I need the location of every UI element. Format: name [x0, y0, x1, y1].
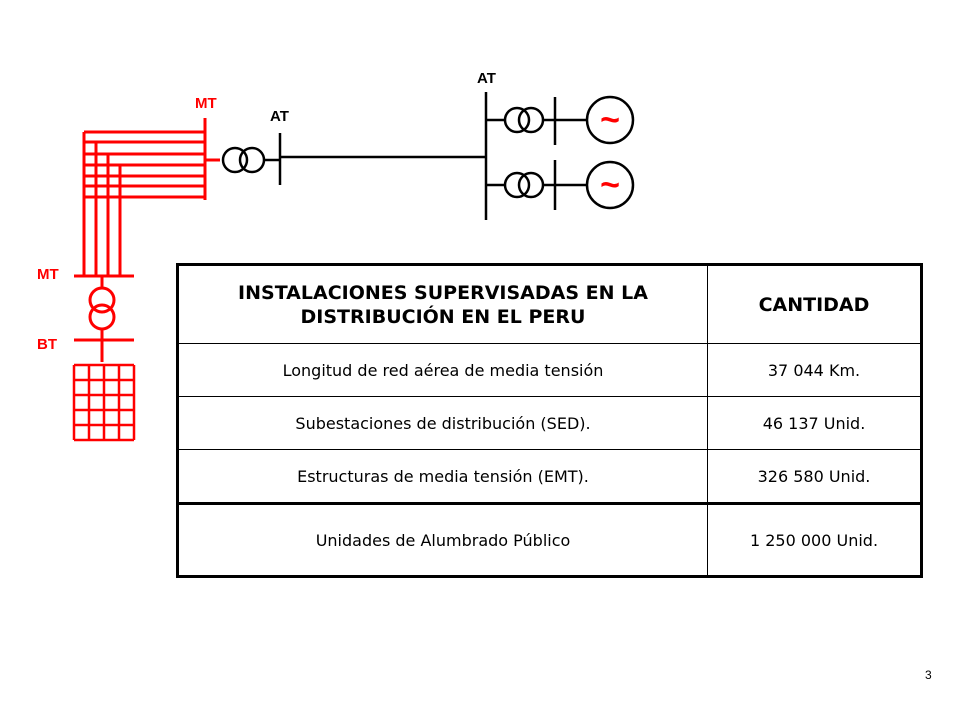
header-quantity: CANTIDAD — [707, 264, 922, 344]
power-transformer-icon — [221, 146, 249, 174]
header-installations: INSTALACIONES SUPERVISADAS EN LA DISTRIB… — [177, 264, 708, 344]
table-row: Longitud de red aérea de media tensión 3… — [177, 343, 922, 397]
label-mt-side: MT — [37, 266, 59, 283]
generator-symbol: ~ — [600, 166, 620, 204]
generator-icon — [585, 95, 635, 145]
row-item: Unidades de Alumbrado Público — [177, 502, 708, 577]
row-quantity: 37 044 Km. — [707, 343, 922, 397]
distribution-transformer-icon — [88, 286, 116, 314]
mt-network — [74, 118, 220, 362]
label-at-left: AT — [270, 108, 289, 125]
generator-symbol: ~ — [600, 101, 620, 139]
page-number: 3 — [925, 668, 932, 682]
label-at-top: AT — [477, 70, 496, 87]
row-item: Subestaciones de distribución (SED). — [177, 396, 708, 450]
bt-grid — [72, 363, 136, 442]
at-network — [221, 92, 635, 220]
row-quantity: 1 250 000 Unid. — [707, 502, 922, 577]
label-mt-top: MT — [195, 95, 217, 112]
table-row: Estructuras de media tensión (EMT). 326 … — [177, 449, 922, 504]
row-quantity: 46 137 Unid. — [707, 396, 922, 450]
row-item: Estructuras de media tensión (EMT). — [177, 449, 708, 504]
label-bt: BT — [37, 336, 57, 353]
row-quantity: 326 580 Unid. — [707, 449, 922, 504]
installations-table: INSTALACIONES SUPERVISADAS EN LA DISTRIB… — [176, 263, 923, 578]
row-item: Longitud de red aérea de media tensión — [177, 343, 708, 397]
table-row: Subestaciones de distribución (SED). 46 … — [177, 396, 922, 450]
step-up-transformer-icon — [503, 171, 531, 199]
table-row: Unidades de Alumbrado Público 1 250 000 … — [177, 502, 922, 577]
generator-icon — [585, 160, 635, 210]
step-up-transformer-icon — [503, 106, 531, 134]
table-header-row: INSTALACIONES SUPERVISADAS EN LA DISTRIB… — [177, 264, 922, 344]
